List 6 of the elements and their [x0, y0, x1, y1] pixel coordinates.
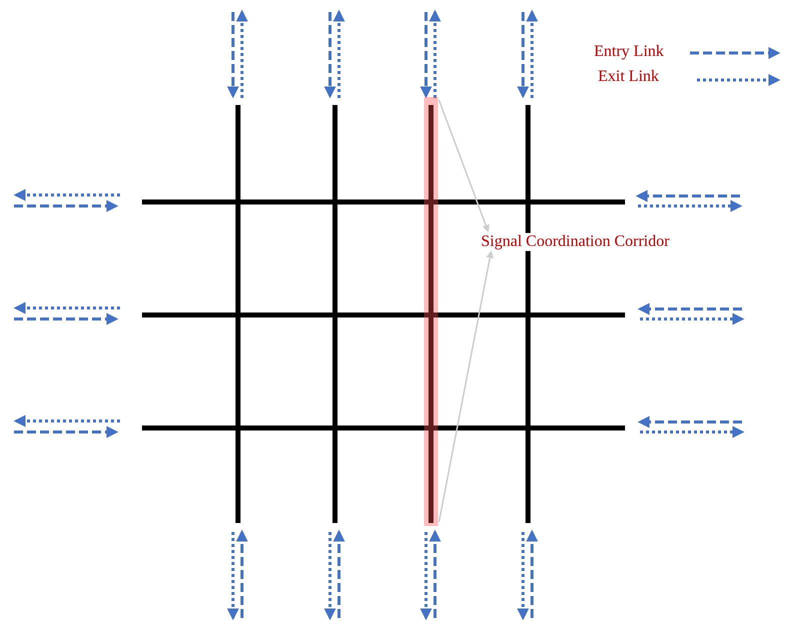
legend-label: Exit Link	[598, 68, 659, 86]
corridor-label: Signal Coordination Corridor	[481, 233, 670, 251]
leader-arrow	[438, 100, 490, 232]
leader-arrow	[438, 250, 494, 522]
legend-label: Entry Link	[594, 43, 664, 61]
corridor-highlight	[424, 97, 438, 526]
